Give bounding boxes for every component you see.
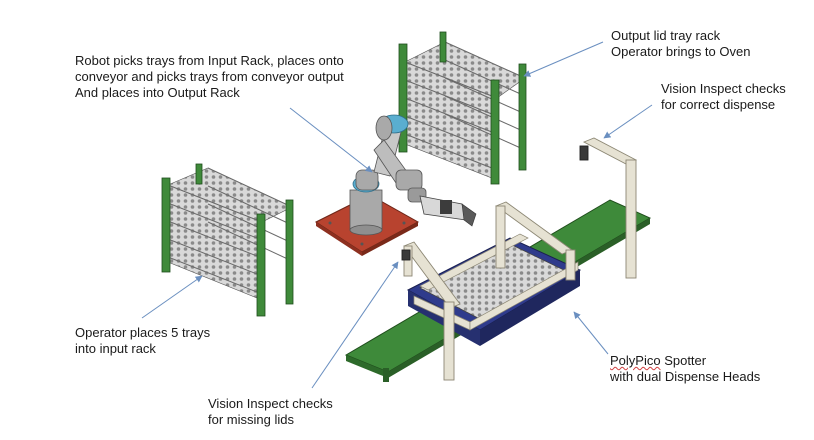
label-spotter: PolyPico Spotter with dual Dispense Head… xyxy=(610,353,760,385)
vision-gantry-lids xyxy=(401,241,461,381)
label-vision-lids-line1: Vision Inspect checks xyxy=(208,396,333,411)
spotter-gantry xyxy=(495,201,576,281)
leader-vision-dispense xyxy=(603,104,653,139)
label-vision-dispense-line1: Vision Inspect checks xyxy=(661,81,786,96)
label-vision-lids: Vision Inspect checks for missing lids xyxy=(208,396,333,428)
leader-input-rack xyxy=(141,275,203,319)
label-robot-line2: conveyor and picks trays from conveyor o… xyxy=(75,69,344,84)
output-rack xyxy=(398,31,527,185)
label-output-rack-line2: Operator brings to Oven xyxy=(611,44,751,59)
leader-robot xyxy=(289,107,373,173)
label-robot-line3: And places into Output Rack xyxy=(75,85,240,100)
label-input-rack-line1: Operator places 5 trays xyxy=(75,325,211,340)
label-input-rack-line2: into input rack xyxy=(75,341,156,356)
label-spotter-line1: PolyPico Spotter xyxy=(610,353,760,369)
label-vision-dispense: Vision Inspect checks for correct dispen… xyxy=(661,81,786,113)
label-vision-dispense-line2: for correct dispense xyxy=(661,97,776,112)
leader-vision-lids xyxy=(311,261,399,389)
robot-arm-icon xyxy=(314,114,477,256)
leader-lines xyxy=(141,41,653,389)
leader-spotter xyxy=(573,311,609,355)
label-vision-lids-line2: for missing lids xyxy=(208,412,294,427)
label-spotter-brand: PolyPico xyxy=(610,353,661,368)
label-output-rack: Output lid tray rack Operator brings to … xyxy=(611,28,750,60)
vision-gantry-dispense xyxy=(579,137,638,279)
label-output-rack-line1: Output lid tray rack xyxy=(611,28,721,43)
input-rack xyxy=(161,163,294,317)
label-robot-line1: Robot picks trays from Input Rack, place… xyxy=(75,53,344,68)
leader-output-rack xyxy=(523,41,604,77)
label-spotter-line1-rest: Spotter xyxy=(660,353,707,368)
label-robot: Robot picks trays from Input Rack, place… xyxy=(75,53,344,101)
label-spotter-line2: with dual Dispense Heads xyxy=(610,369,761,384)
label-input-rack: Operator places 5 trays into input rack xyxy=(75,325,210,357)
